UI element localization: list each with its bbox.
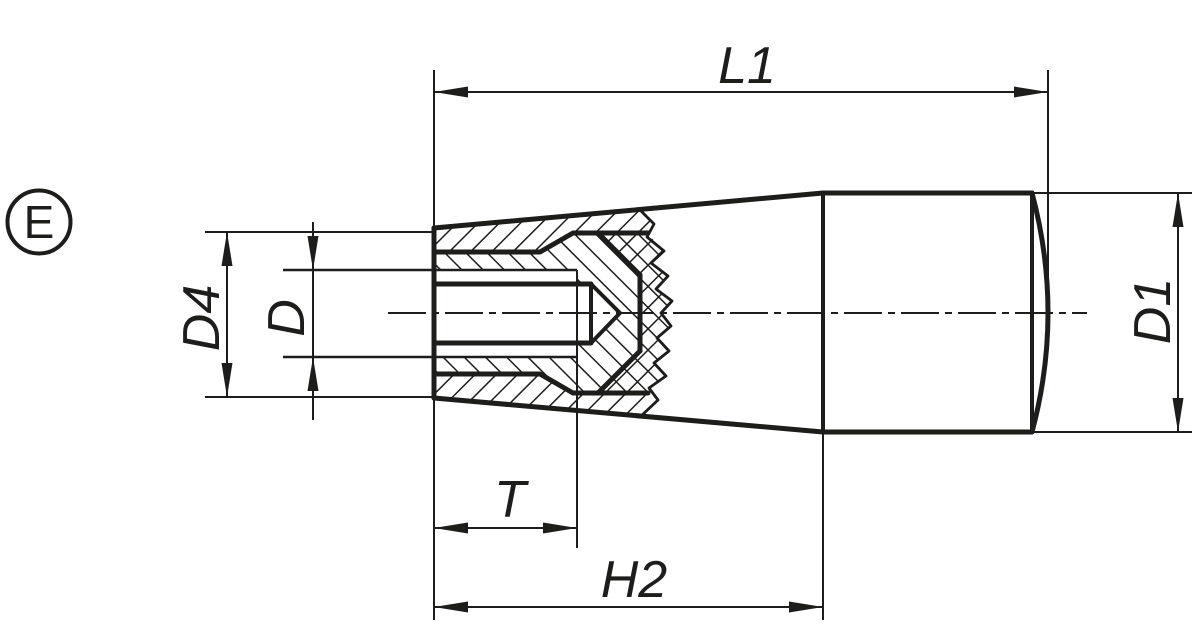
dimension-t: T <box>434 270 578 548</box>
dimension-l1: L1 <box>433 37 1049 312</box>
t-arrow-right <box>543 522 577 534</box>
insert-end-chamfer-bottom <box>595 348 643 396</box>
d4-arrow-top <box>221 232 233 266</box>
view-label-text: E <box>24 196 55 248</box>
dimension-d: D <box>258 222 319 420</box>
dimension-h2: H2 <box>433 400 824 620</box>
dim-label-d4: D4 <box>173 285 231 351</box>
drill-point-cone <box>589 282 622 345</box>
d4-arrow-bottom <box>221 363 233 397</box>
dimension-d1: D1 <box>1032 192 1192 433</box>
dim-label-l1: L1 <box>718 37 776 95</box>
taper-top-edge <box>431 190 826 231</box>
insert-top-edge <box>431 230 651 255</box>
taper-bottom-edge <box>431 395 826 435</box>
l1-arrow-right <box>1014 86 1048 98</box>
dim-label-d1: D1 <box>1124 278 1182 344</box>
h2-arrow-left <box>434 601 468 613</box>
h2-arrow-right <box>789 601 823 613</box>
insert-outline <box>431 230 651 396</box>
dim-label-t: T <box>494 471 529 529</box>
dim-label-h2: H2 <box>601 551 668 609</box>
end-face-arc <box>1029 190 1051 435</box>
view-label-circle <box>5 188 73 256</box>
dimension-d4: D4 <box>173 231 434 398</box>
insert-end-chamfer-top <box>595 230 643 278</box>
t-arrow-left <box>434 522 468 534</box>
l1-arrow-left <box>434 86 468 98</box>
d-arrow-top <box>307 236 319 270</box>
dim-label-d: D <box>258 299 316 337</box>
d1-arrow-top <box>1172 193 1184 227</box>
d-arrow-bottom <box>307 357 319 391</box>
view-label: E <box>5 188 73 256</box>
d1-arrow-bottom <box>1172 398 1184 432</box>
tapped-hole <box>283 268 622 359</box>
break-line <box>639 209 674 419</box>
insert-bottom-edge <box>431 371 651 396</box>
knob-outline <box>431 190 1051 435</box>
